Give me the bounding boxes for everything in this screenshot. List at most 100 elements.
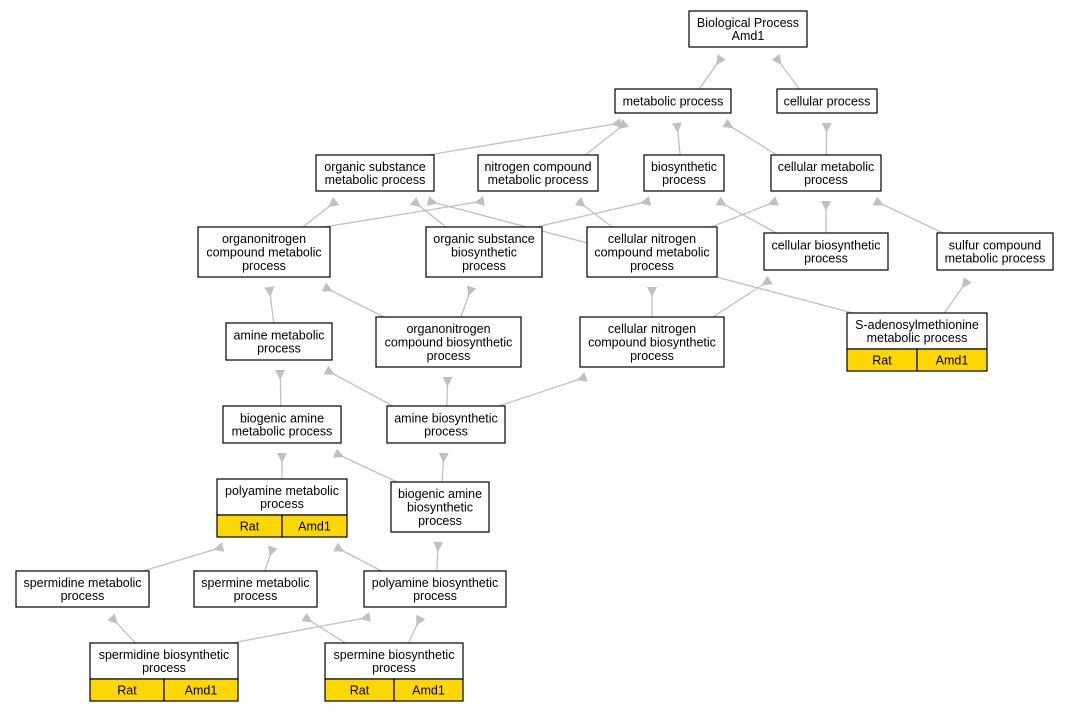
edge-line — [874, 200, 944, 234]
edges-layer — [107, 54, 972, 644]
edge-line — [142, 546, 224, 572]
edge-cell_met-to-metabolic — [722, 118, 778, 156]
arrowhead — [715, 54, 726, 66]
arrowhead — [416, 614, 426, 627]
edge-cell_nitro_met-to-nitro_met — [574, 197, 613, 228]
edge-cellular-to-root — [771, 54, 800, 90]
arrowhead — [328, 197, 340, 208]
node-label: metabolic process — [325, 173, 426, 187]
go-term-node-cellular[interactable]: cellular process — [776, 88, 878, 114]
tag-label: Amd1 — [936, 354, 969, 368]
edge-spermidine_met-to-polyamine_met — [142, 542, 225, 572]
tag-label: Amd1 — [185, 684, 218, 698]
edge-line — [498, 376, 587, 407]
arrowhead — [767, 196, 779, 206]
edge-spermine_bio-to-spermine_met — [301, 612, 346, 644]
node-label: process — [260, 497, 304, 511]
node-label: process — [242, 259, 286, 273]
edge-line — [717, 200, 777, 234]
annotation-tag-amd1[interactable]: Amd1 — [916, 348, 988, 372]
edge-organonitro_bio-to-organonitro_met — [321, 282, 385, 318]
edge-biosyn-to-metabolic — [671, 122, 682, 156]
arrowhead — [438, 452, 449, 463]
node-label: process — [142, 661, 186, 675]
node-box — [197, 226, 331, 278]
node-label: metabolic process — [488, 173, 589, 187]
node-box — [89, 642, 239, 680]
node-label: compound metabolic — [206, 246, 321, 260]
node-label: S-adenosylmethionine — [855, 318, 979, 332]
arrowhead — [671, 122, 682, 133]
annotation-tag-amd1[interactable]: Amd1 — [393, 678, 464, 702]
node-box — [425, 226, 543, 278]
arrowhead — [410, 197, 421, 208]
edge-polyamine_met-to-biogenic_met — [277, 453, 287, 479]
edge-cell_bio-to-biosyn — [715, 196, 777, 234]
arrowhead — [722, 118, 734, 129]
annotation-tag-rat[interactable]: Rat — [89, 678, 165, 702]
annotation-tag-amd1[interactable]: Amd1 — [281, 514, 348, 538]
node-box — [643, 154, 725, 192]
arrowhead — [872, 196, 885, 206]
arrowhead — [761, 275, 773, 286]
node-label: organonitrogen — [222, 232, 306, 246]
annotation-tag-rat[interactable]: Rat — [846, 348, 918, 372]
arrowhead — [332, 448, 345, 458]
node-box — [386, 405, 506, 444]
edge-org_sub_bio-to-biosyn — [535, 196, 652, 228]
annotation-tag-rat[interactable]: Rat — [324, 678, 395, 702]
arrowhead — [821, 201, 831, 211]
node-label: amine biosynthetic — [394, 411, 498, 425]
arrowhead — [213, 542, 225, 552]
node-label: biosynthetic — [407, 501, 473, 515]
annotation-tag-amd1[interactable]: Amd1 — [163, 678, 239, 702]
node-box — [579, 316, 725, 368]
node-label: process — [804, 252, 848, 266]
node-box — [216, 478, 348, 516]
node-label: compound biosynthetic — [588, 336, 716, 350]
arrowhead — [466, 285, 477, 297]
arrowhead — [611, 118, 622, 128]
arrowhead — [640, 196, 652, 206]
node-box — [193, 570, 318, 608]
edge-amine_bio-to-cell_nitro_bio — [498, 372, 588, 407]
node-box — [222, 405, 342, 444]
node-label: spermidine metabolic — [23, 576, 141, 590]
arrowhead — [360, 612, 371, 622]
go-term-node-metabolic[interactable]: metabolic process — [614, 88, 732, 114]
node-label: organic substance — [324, 160, 426, 174]
edge-line — [334, 452, 398, 483]
edge-spermine_met-to-polyamine_met — [264, 545, 278, 572]
tag-cell — [281, 514, 348, 538]
annotation-tag-rat[interactable]: Rat — [216, 514, 283, 538]
node-label: cellular nitrogen — [608, 322, 696, 336]
edge-cell_nitro_met-to-cell_met — [710, 196, 779, 228]
arrowhead — [321, 282, 333, 292]
edge-organonitro_met-to-org_sub_met — [302, 197, 340, 228]
tag-cell — [393, 678, 464, 702]
arrowhead — [574, 197, 586, 208]
